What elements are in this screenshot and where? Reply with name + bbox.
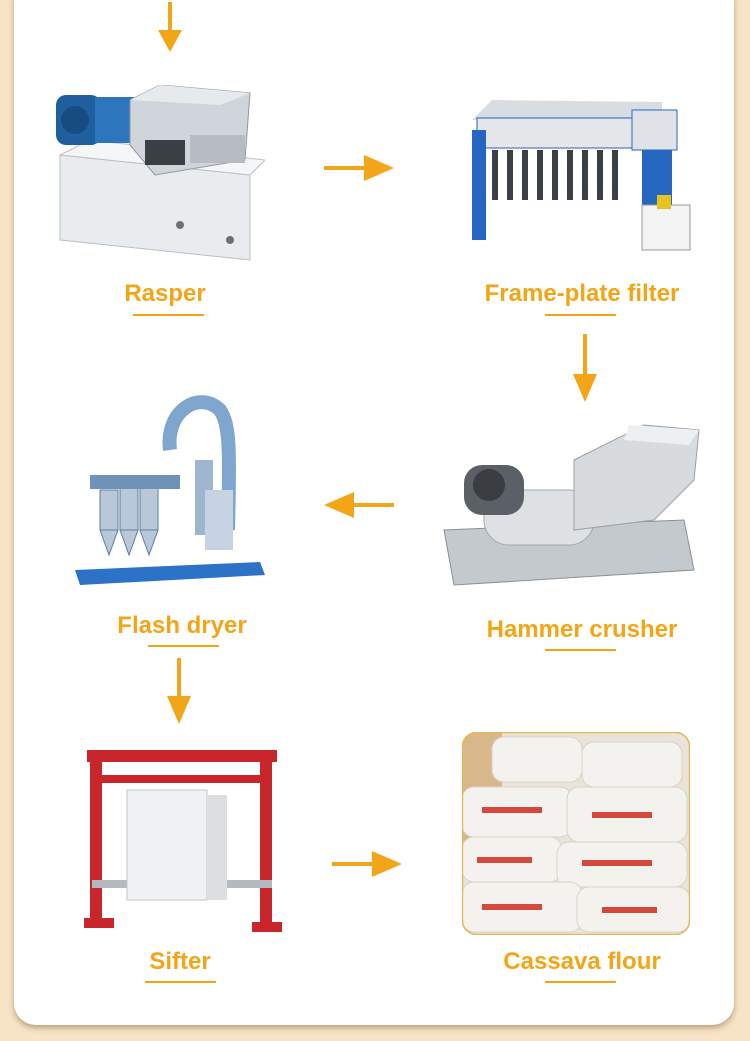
arrow-down-icon bbox=[167, 658, 191, 724]
frame-plate-filter-image bbox=[472, 100, 691, 251]
cassava-flour-image bbox=[462, 732, 690, 935]
flash-dryer-image bbox=[75, 395, 265, 585]
step-label-cassava-flour: Cassava flour bbox=[503, 948, 661, 975]
process-card: Rasper Frame-plate filter Flash drye bbox=[14, 0, 734, 1025]
arrow-right-icon bbox=[332, 851, 402, 877]
step-label-rasper: Rasper bbox=[124, 280, 206, 307]
underline bbox=[545, 314, 616, 316]
underline bbox=[145, 981, 216, 983]
underline bbox=[133, 314, 204, 316]
hammer-crusher-image bbox=[443, 424, 700, 586]
arrow-down-icon bbox=[573, 334, 597, 402]
step-label-frame-plate-filter: Frame-plate filter bbox=[484, 280, 680, 307]
arrow-down-icon bbox=[158, 2, 182, 52]
rasper-image bbox=[56, 85, 265, 261]
arrow-left-icon bbox=[324, 492, 394, 518]
step-label-hammer-crusher: Hammer crusher bbox=[486, 616, 678, 643]
underline bbox=[545, 649, 616, 651]
step-label-sifter: Sifter bbox=[149, 948, 211, 975]
underline bbox=[545, 981, 616, 983]
step-label-flash-dryer: Flash dryer bbox=[117, 612, 247, 639]
arrow-right-icon bbox=[324, 155, 394, 181]
sifter-image bbox=[84, 750, 282, 932]
underline bbox=[148, 645, 219, 647]
